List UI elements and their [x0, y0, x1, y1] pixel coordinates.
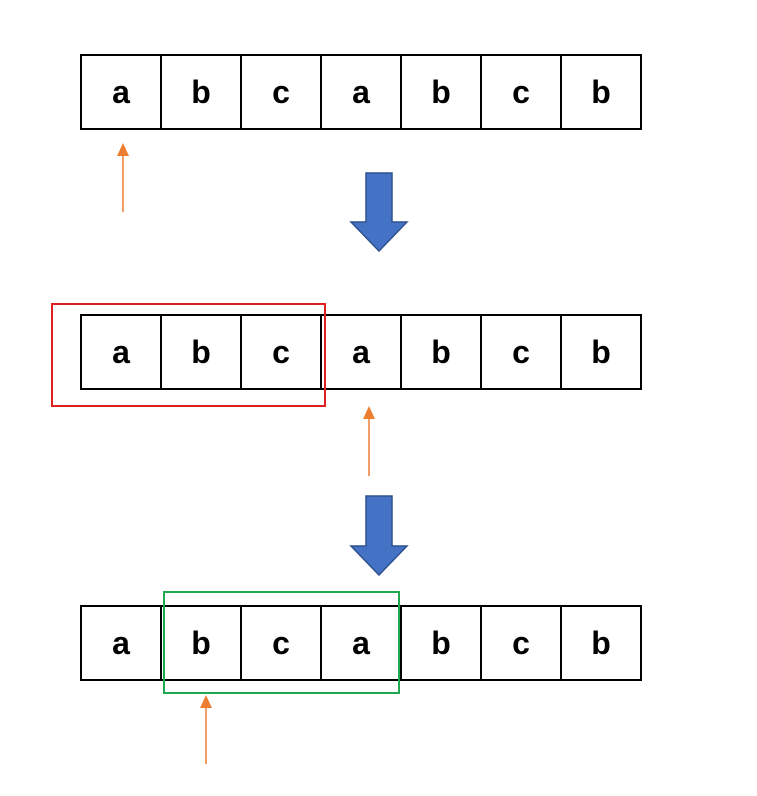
cell: b: [560, 314, 642, 390]
row-3: a b c a b c b: [80, 605, 642, 681]
pointer-arrow-1: [117, 143, 129, 212]
row-1: a b c a b c b: [80, 54, 642, 130]
window-box-green: [163, 591, 400, 694]
row-2: a b c a b c b: [80, 314, 642, 390]
pointer-arrow-3: [200, 695, 212, 764]
window-box-red: [51, 303, 326, 407]
pointer-arrow-2: [363, 406, 375, 476]
cell: b: [560, 54, 642, 130]
transition-arrow-2: [349, 495, 409, 577]
transition-arrow-1: [349, 172, 409, 253]
cell: b: [560, 605, 642, 681]
